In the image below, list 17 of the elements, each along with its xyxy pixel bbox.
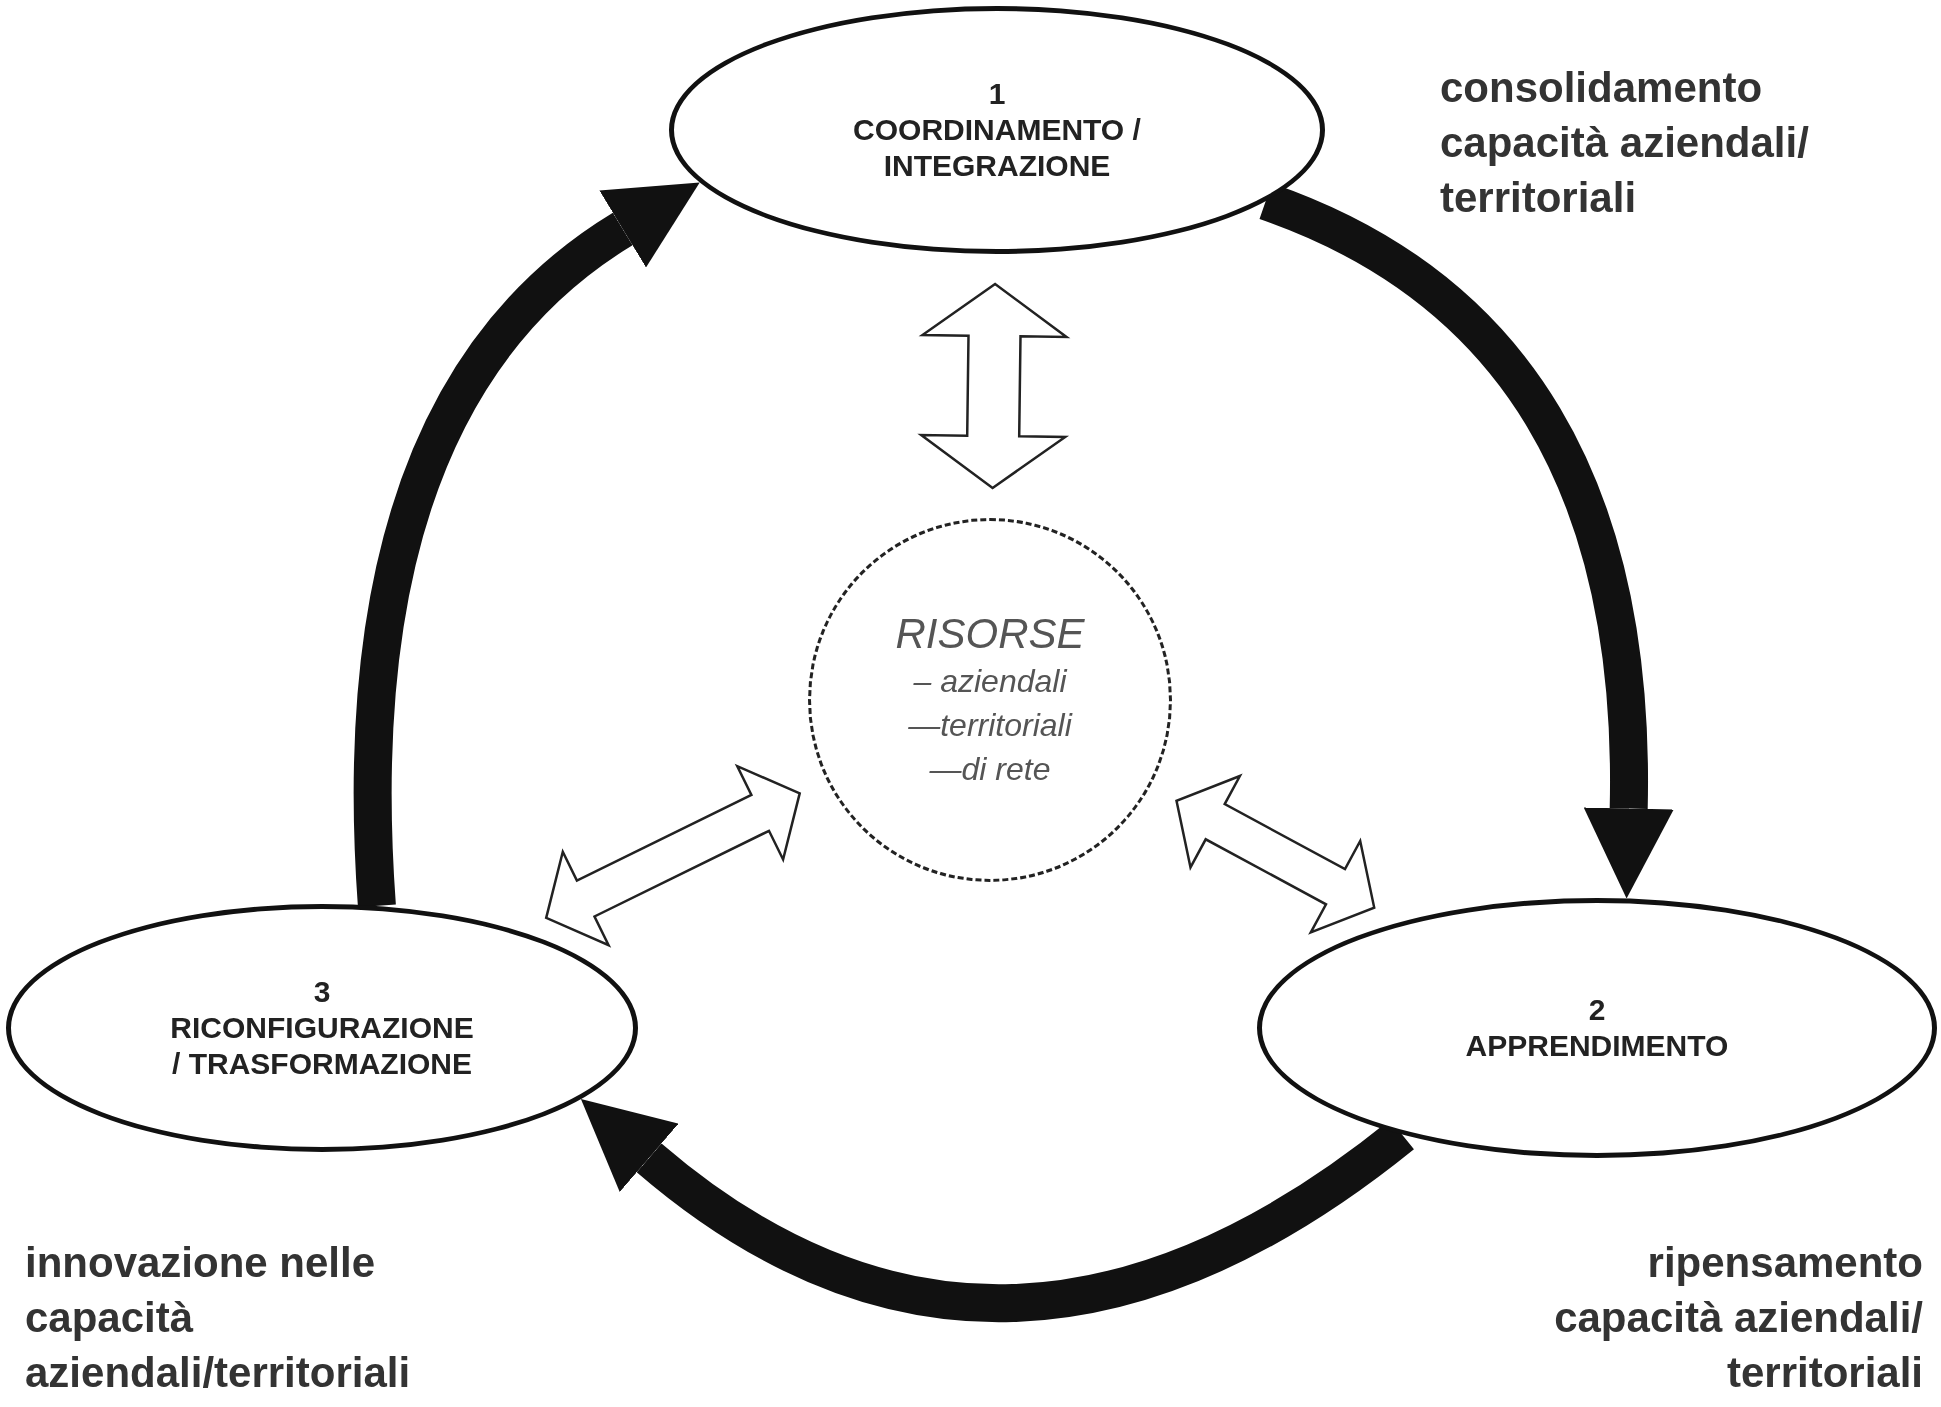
step-number: 2 [1588,992,1606,1028]
phase-note: ripensamento capacità aziendali/ territoriali [1553,1238,1923,1398]
phase-note: consolidamento capacità aziendali/ territoriali [1440,63,1810,223]
step-number: 3 [313,974,331,1010]
hollow-double-arrow [1175,773,1376,935]
circle-heading: RISORSE [895,609,1085,659]
step-number: 1 [988,76,1006,112]
list-item: – aziendali [913,662,1067,701]
list-item: —di rete [929,750,1051,789]
phase-note: innovazione nelle capacità aziendali/territoriali [25,1238,412,1398]
step-title: COORDINAMENTO / INTEGRAZIONE [852,112,1142,184]
list-item: —territoriali [908,706,1072,745]
hollow-double-arrow [917,282,1071,490]
step-title: RICONFIGURAZIONE / TRASFORMAZIONE [169,1010,475,1082]
curved-arrow [578,1102,1414,1322]
hollow-double-arrow [544,763,802,948]
step-title: APPRENDIMENTO [1465,1028,1729,1064]
